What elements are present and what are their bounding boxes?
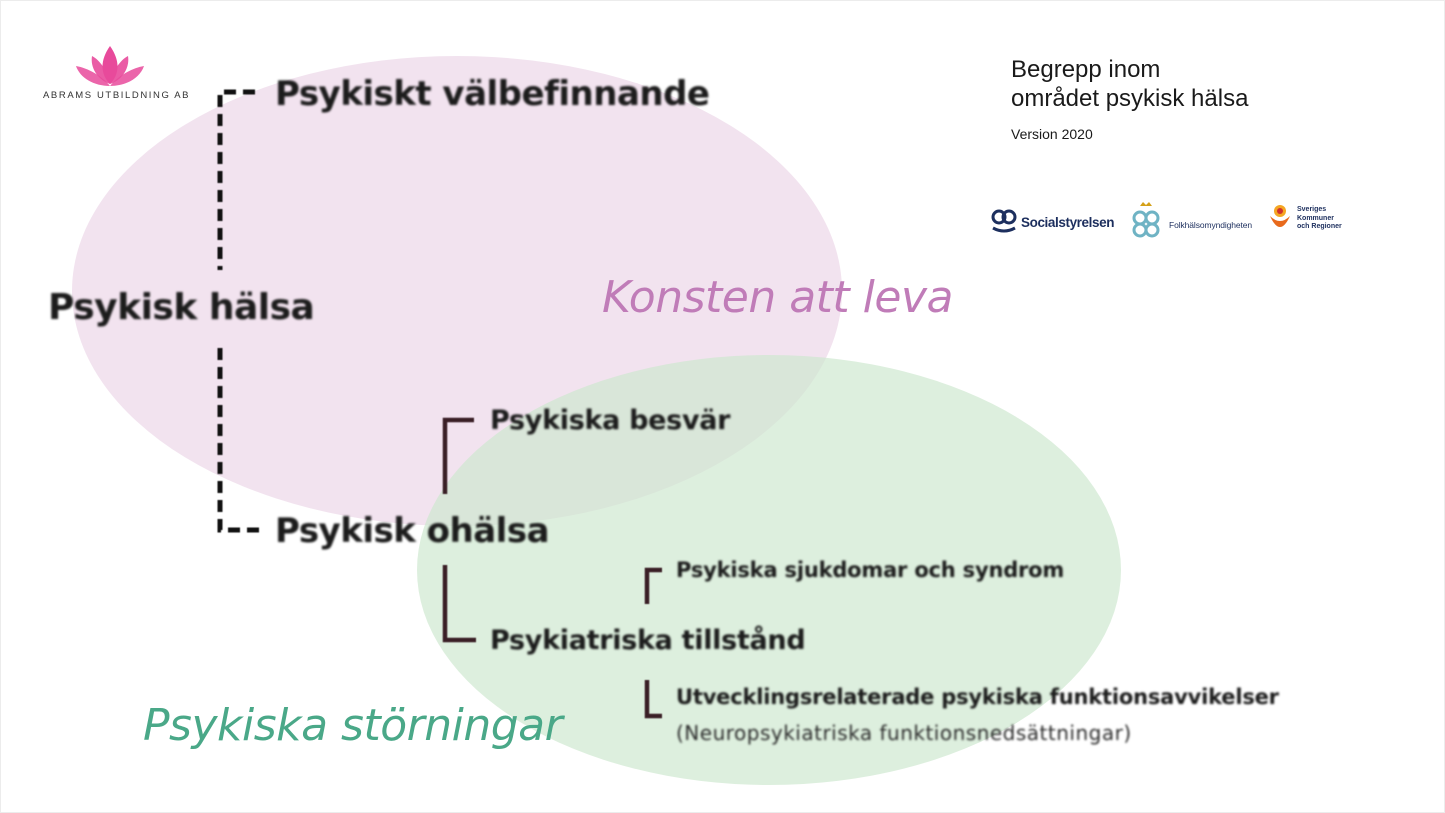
concept-diseases-syndromes: Psykiska sjukdomar och syndrom	[676, 558, 1065, 582]
reference-version: Version 2020	[1011, 126, 1093, 142]
skr-emblem-icon	[1270, 205, 1290, 227]
logo-text: ABRAMS UTBILDNING AB	[43, 90, 191, 101]
reference-title-line1: Begrepp inom	[1011, 56, 1161, 83]
skr-name-line1: Sveriges	[1297, 206, 1327, 213]
reference-title: Begrepp inom området psykisk hälsa	[1011, 55, 1248, 113]
concept-developmental-note: (Neuropsykiatriska funktionsnedsättninga…	[676, 721, 1132, 745]
concept-ill-health: Psykisk ohälsa	[275, 511, 550, 551]
socialstyrelsen-logo: Socialstyrelsen	[990, 206, 1115, 236]
green-region-ellipse	[417, 355, 1121, 785]
pink-region-label: Konsten att leva	[602, 272, 953, 323]
bracket-utveckling	[644, 680, 662, 719]
bracket-sjukdomar	[644, 567, 662, 604]
folkhalsomyndigheten-emblem-icon	[1132, 202, 1160, 238]
concept-mental-health: Psykisk hälsa	[48, 287, 315, 328]
bracket-tillstand	[442, 565, 476, 643]
concept-wellbeing: Psykiskt välbefinnande	[275, 74, 710, 114]
folkhalsomyndigheten-logo: Folkhälsomyndigheten	[1126, 200, 1256, 244]
concept-developmental: Utvecklingsrelaterade psykiska funktions…	[676, 685, 1279, 709]
dashed-bracket-bottom	[217, 348, 262, 533]
socialstyrelsen-emblem-icon	[991, 209, 1017, 233]
skr-name-line3: och Regioner	[1297, 223, 1342, 230]
folkhalsomyndigheten-name: Folkhälsomyndigheten	[1169, 220, 1253, 230]
concept-complaints: Psykiska besvär	[490, 405, 731, 436]
green-region-label: Psykiska störningar	[143, 700, 563, 751]
skr-logo: Sveriges Kommuner och Regioner	[1266, 202, 1346, 236]
skr-name-line2: Kommuner	[1297, 214, 1334, 222]
concept-psychiatric-conditions: Psykiatriska tillstånd	[490, 625, 806, 656]
dashed-bracket-top	[217, 89, 255, 270]
socialstyrelsen-name: Socialstyrelsen	[1021, 215, 1115, 230]
bracket-besvar	[442, 417, 474, 494]
lotus-icon	[76, 46, 144, 86]
skr-name: Sveriges Kommuner och Regioner	[1297, 206, 1347, 232]
reference-title-line2: området psykisk hälsa	[1011, 85, 1249, 112]
